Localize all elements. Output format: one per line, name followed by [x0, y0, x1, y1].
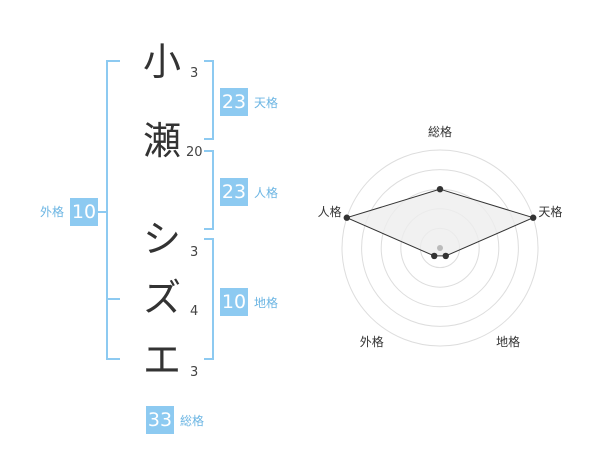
radar-point-3 [442, 252, 449, 260]
gaikaku-bracket-split [106, 298, 120, 300]
gaikaku-bracket-bottom [106, 358, 120, 360]
gaikaku-bracket-vertical [106, 60, 108, 360]
stroke-count-2: 20 [186, 145, 203, 160]
tenkaku-bracket-top [204, 60, 214, 62]
radar-axis-label-3: 地格 [496, 334, 520, 349]
radar-axis-label-5: 人格 [318, 204, 342, 219]
soukaku-value-box: 33 [146, 406, 174, 434]
name-char-1: 小 [143, 40, 182, 84]
tenkaku-label: 天格 [254, 96, 279, 110]
tenkaku-bracket-vertical [212, 60, 214, 140]
radar-point-5 [343, 214, 350, 221]
radar-axis-label-2: 天格 [538, 204, 562, 219]
gaikaku-value-box: 10 [70, 198, 98, 226]
chikaku-bracket-vertical [212, 238, 214, 360]
radar-point-2 [530, 214, 537, 221]
jinkaku-bracket-top [204, 150, 214, 152]
radar-axis-label-1: 総格 [428, 124, 452, 139]
stroke-count-3: 3 [190, 245, 199, 260]
chikaku-label: 地格 [254, 296, 279, 310]
chikaku-bracket-bottom [204, 358, 214, 360]
tenkaku-value-box: 23 [220, 88, 248, 116]
tenkaku-bracket-bottom [204, 138, 214, 140]
stroke-count-5: 3 [190, 365, 199, 380]
chikaku-value-box: 10 [220, 288, 248, 316]
soukaku-label: 総格 [180, 414, 205, 428]
jinkaku-bracket-vertical [212, 150, 214, 230]
stroke-count-1: 3 [190, 66, 199, 81]
radar-point-4 [431, 252, 438, 260]
jinkaku-value-box: 23 [220, 178, 248, 206]
chikaku-bracket-top [204, 238, 214, 240]
radar-area [345, 188, 535, 257]
gaikaku-label: 外格 [40, 205, 65, 219]
jinkaku-bracket-bottom [204, 228, 214, 230]
jinkaku-label: 人格 [254, 186, 279, 200]
name-char-4: ズ [143, 276, 182, 320]
radar-center [437, 245, 443, 251]
gaikaku-bracket-top [106, 60, 120, 62]
radar-ring-4 [361, 169, 519, 327]
name-char-5: エ [143, 338, 182, 382]
radar-ring-5 [341, 149, 539, 347]
name-char-2: 瀬 [143, 119, 182, 163]
radar-axis-label-4: 外格 [360, 334, 384, 349]
stroke-count-4: 4 [190, 304, 199, 319]
name-char-3: シ [143, 217, 182, 261]
gaikaku-connector [98, 211, 106, 213]
radar-point-1 [436, 186, 444, 193]
